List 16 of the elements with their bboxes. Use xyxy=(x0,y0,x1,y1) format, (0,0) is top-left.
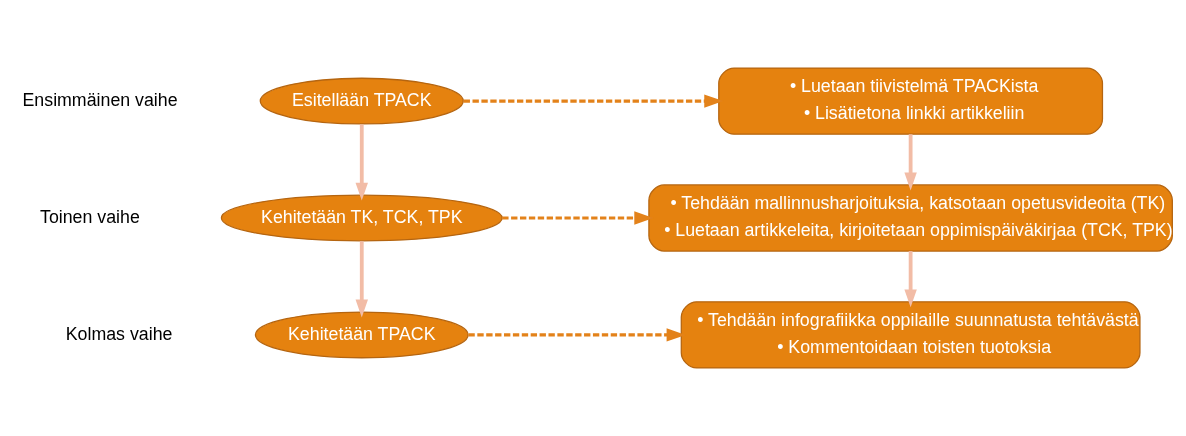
arrow xyxy=(904,134,917,191)
arrow xyxy=(904,251,917,308)
node-box: • Luetaan tiivistelmä TPACKista • Lisätietona linkki artikkeliin xyxy=(718,67,1104,135)
arrow xyxy=(502,211,654,225)
node-ellipse: Kehitetään TK, TCK, TPK xyxy=(220,194,503,242)
arrow xyxy=(468,328,686,342)
arrow xyxy=(355,241,368,318)
arrow xyxy=(355,124,368,201)
node-ellipse: Kehitetään TPACK xyxy=(254,311,469,359)
arrow xyxy=(463,94,724,108)
node-ellipse: Esitellään TPACK xyxy=(259,77,464,125)
label: Toinen vaihe xyxy=(40,206,140,227)
label: Ensimmäinen vaihe xyxy=(22,89,178,110)
node-box: • Tehdään infografiikka oppilaille suunnatusta tehtävästä • Kommentoidaan toisten tuotoksia xyxy=(680,301,1141,369)
label: Kolmas vaihe xyxy=(65,323,173,344)
node-box: • Tehdään mallinnusharjoituksia, katsotaan opetusvideoita (TK) • Luetaan artikkeleita, kirjoitetaan oppimispäiväkirjaa (TCK, TPK) xyxy=(648,184,1173,252)
